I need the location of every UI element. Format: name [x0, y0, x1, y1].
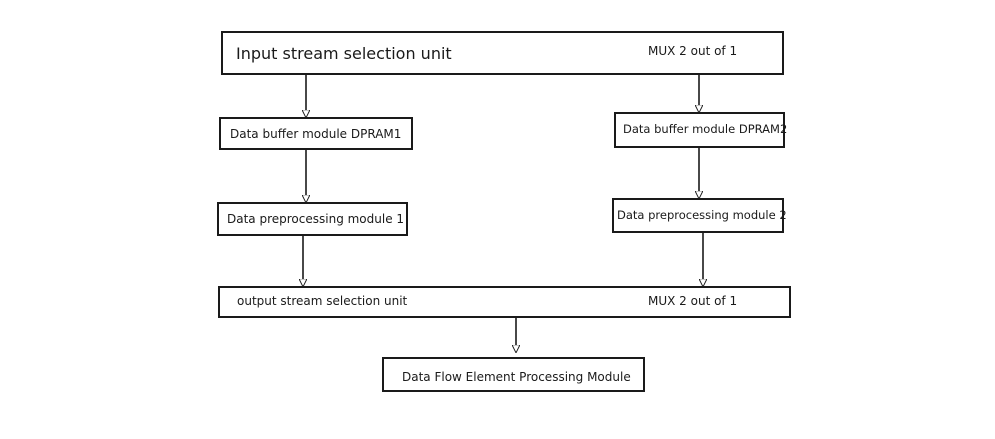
preprocess2-label: Data preprocessing module 2: [617, 208, 787, 222]
input-unit-mux-label: MUX 2 out of 1: [648, 44, 738, 58]
data-preprocessing-module-1: [217, 202, 408, 236]
data-flow-element-processing-module: [382, 357, 645, 392]
processing-module-label: Data Flow Element Processing Module: [402, 370, 631, 384]
output-unit-mux-label: MUX 2 out of 1: [648, 294, 738, 308]
buffer2-label: Data buffer module DPRAM2: [623, 122, 788, 136]
input-stream-selection-unit: [221, 31, 784, 75]
data-preprocessing-module-2: [612, 198, 784, 233]
data-buffer-module-dpram1: [219, 117, 413, 150]
buffer1-label: Data buffer module DPRAM1: [230, 127, 402, 141]
input-unit-label: Input stream selection unit: [236, 44, 452, 63]
output-stream-selection-unit: [218, 286, 791, 318]
data-buffer-module-dpram2: [614, 112, 785, 148]
preprocess1-label: Data preprocessing module 1: [227, 212, 405, 226]
output-unit-label: output stream selection unit: [237, 294, 408, 308]
